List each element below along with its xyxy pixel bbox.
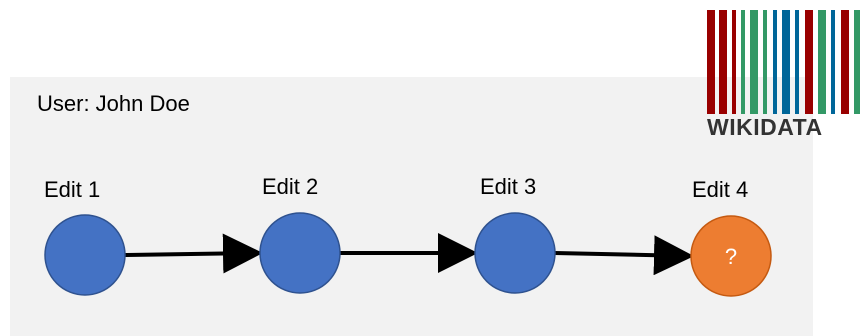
edit-3-node xyxy=(474,212,556,294)
edit-1-node xyxy=(44,214,126,296)
logo-bar xyxy=(732,10,736,114)
user-label: User: John Doe xyxy=(37,91,190,116)
edit-3-label: Edit 3 xyxy=(480,174,537,199)
logo-bar xyxy=(707,10,715,114)
wikidata-logo: WIKIDATA xyxy=(707,10,860,146)
logo-bar xyxy=(750,10,758,114)
edit-2-label: Edit 2 xyxy=(262,174,319,199)
edit-1-label: Edit 1 xyxy=(44,177,101,202)
logo-bar xyxy=(841,10,849,114)
edit-4-node xyxy=(690,215,772,297)
edit-2-node xyxy=(259,212,341,294)
diagram-panel xyxy=(10,77,813,336)
arrow-edit-3-to-4 xyxy=(554,235,694,276)
arrow-edit-1-to-2 xyxy=(124,233,263,274)
logo-bar xyxy=(773,10,777,114)
wikidata-wordmark: WIKIDATA xyxy=(707,114,823,140)
logo-bar xyxy=(854,10,860,114)
logo-bar xyxy=(719,10,727,114)
logo-bar xyxy=(795,10,799,114)
wikidata-barcode-icon xyxy=(707,10,860,114)
edit-4-marker: ? xyxy=(725,244,737,269)
logo-bar xyxy=(741,10,745,114)
edit-4-label: Edit 4 xyxy=(692,177,749,202)
logo-bar xyxy=(818,10,826,114)
logo-bar xyxy=(763,10,767,114)
logo-bar xyxy=(831,10,835,114)
logo-bar xyxy=(805,10,813,114)
logo-bar xyxy=(782,10,790,114)
